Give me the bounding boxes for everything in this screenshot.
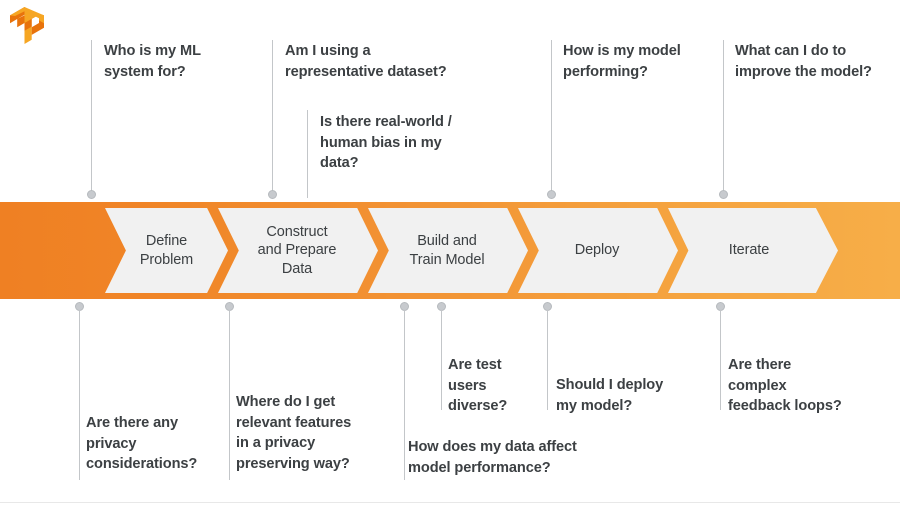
connector-line-top-5: [723, 40, 724, 198]
step-label-define-problem: Define Problem: [139, 232, 194, 268]
step-label-iterate: Iterate: [728, 242, 770, 259]
connector-line-bottom-3: [404, 310, 405, 480]
question-data-affect-performance: How does my data affect model performanc…: [408, 439, 577, 476]
connector-line-top-2: [272, 40, 273, 198]
question-relevant-features: Where do I get relevant features in a pr…: [236, 394, 352, 473]
question-representative-dataset: Am I using a representative dataset?: [285, 43, 447, 80]
footer-divider: [0, 502, 900, 503]
connector-line-bottom-2: [229, 310, 230, 480]
tensorflow-logo: [10, 7, 44, 44]
step-label-deploy: Deploy: [574, 242, 620, 259]
connector-dot-top-4: [547, 190, 556, 199]
question-privacy-considerations: Are there any privacy considerations?: [86, 415, 198, 473]
connector-dot-top-5: [719, 190, 728, 199]
connector-dot-top-1: [87, 190, 96, 199]
connector-line-top-3: [307, 110, 308, 198]
question-real-world-human-bias: Is there real-world / human bias in my d…: [320, 114, 452, 172]
connector-line-top-4: [551, 40, 552, 198]
step-label-build-train: Build and Train Model: [409, 232, 485, 268]
ml-workflow-pipeline: Define Problem Construct and Prepare Dat…: [0, 202, 900, 299]
pipeline-chevrons: [0, 202, 900, 299]
question-model-performing: How is my model performing?: [563, 43, 681, 80]
connector-line-bottom-1: [79, 310, 80, 480]
chevron-deploy[interactable]: [518, 208, 678, 293]
connector-line-bottom-4: [441, 310, 442, 410]
question-should-i-deploy: Should I deploy my model?: [556, 377, 664, 414]
connector-line-bottom-6: [720, 310, 721, 410]
question-who-is-ml-system-for: Who is my ML system for?: [104, 43, 201, 80]
chevron-build-train[interactable]: [368, 208, 528, 293]
chevron-iterate[interactable]: [668, 208, 838, 293]
question-improve-the-model: What can I do to improve the model?: [735, 43, 872, 80]
question-complex-feedback-loops: Are there complex feedback loops?: [728, 357, 842, 415]
connector-dot-top-2: [268, 190, 277, 199]
connector-line-top-1: [91, 40, 92, 198]
question-test-users-diverse: Are test users diverse?: [448, 357, 508, 415]
step-label-construct-prepare: Construct and Prepare Data: [257, 223, 337, 277]
chevron-construct-prepare[interactable]: [218, 208, 378, 293]
connector-line-bottom-5: [547, 310, 548, 410]
